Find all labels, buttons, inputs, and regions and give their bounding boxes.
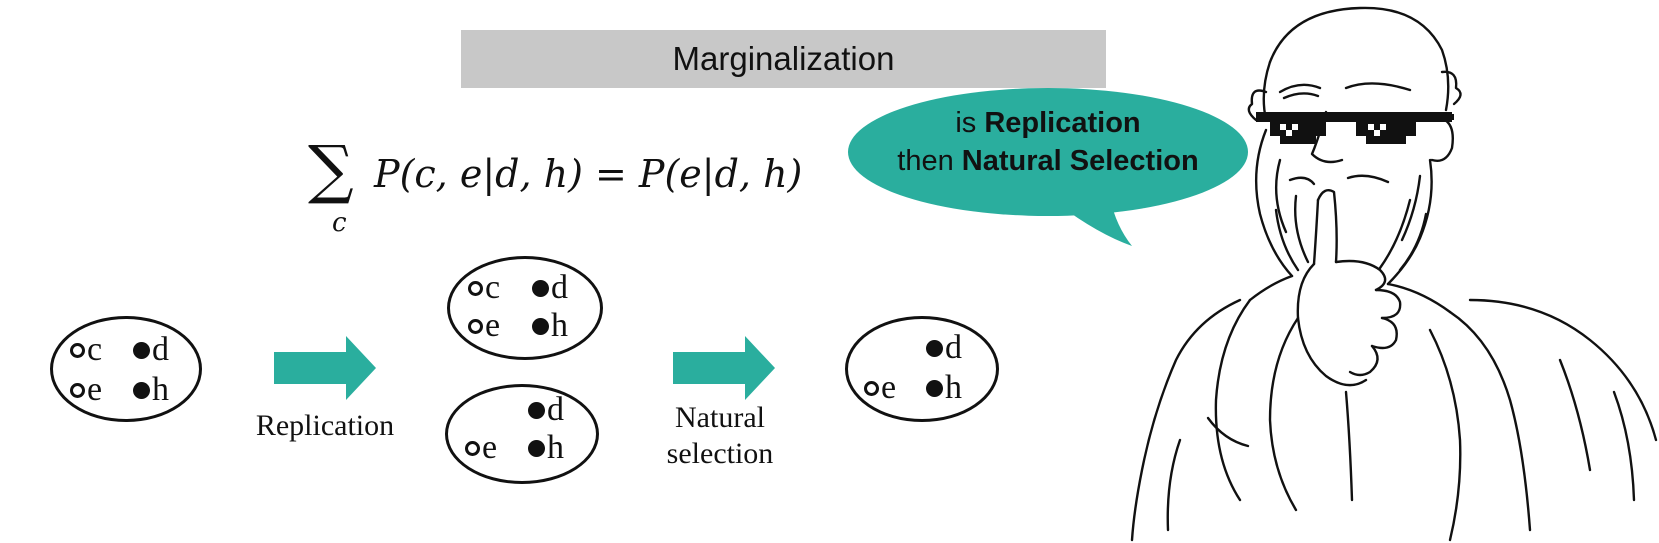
filled-dot-icon [528, 439, 545, 457]
parent-cell: c d e h [50, 316, 202, 422]
replication-label: Replication [255, 409, 395, 442]
gene-d: d [926, 331, 962, 365]
darwin-sketch-icon [1130, 6, 1658, 542]
filled-dot-icon [532, 279, 549, 297]
marginalization-equation: ∑ c P(c, e|d, h) = P(e|d, h) [300, 138, 820, 248]
natural-selection-label: Natural selection [666, 401, 774, 470]
gene-d: d [532, 271, 568, 305]
filled-dot-icon [926, 339, 943, 357]
gene-c: c [468, 271, 500, 305]
open-dot-icon [70, 342, 85, 358]
bubble-line-1: is Replication [955, 107, 1141, 139]
gene-d: d [528, 393, 564, 427]
filled-dot-icon [133, 341, 150, 359]
title-bar: Marginalization [461, 30, 1106, 88]
filled-dot-icon [133, 381, 150, 399]
summation-index: c [332, 208, 347, 238]
equation-expression: P(c, e|d, h) = P(e|d, h) [374, 152, 803, 196]
gene-e: e [468, 309, 500, 343]
gene-e: e [70, 373, 102, 407]
replica-cell-bottom: d e h [445, 384, 599, 484]
filled-dot-icon [926, 379, 943, 397]
speech-bubble-text: is Replication then Natural Selection [848, 104, 1248, 180]
natural-selection-arrow-icon [673, 336, 775, 400]
open-dot-icon [70, 382, 85, 398]
gene-d: d [133, 333, 169, 367]
gene-h: h [528, 431, 564, 465]
title-text: Marginalization [672, 40, 895, 77]
gene-c: c [70, 333, 102, 367]
filled-dot-icon [528, 401, 545, 419]
filled-dot-icon [532, 317, 549, 335]
replication-arrow-icon [274, 336, 376, 400]
gene-h: h [532, 309, 568, 343]
gene-h: h [133, 373, 169, 407]
summation-symbol: ∑ [308, 133, 354, 207]
gene-e: e [465, 431, 497, 465]
bubble-line-2: then Natural Selection [897, 145, 1199, 177]
speech-bubble-icon [848, 88, 1248, 246]
replica-cell-top: c d e h [447, 256, 603, 360]
open-dot-icon [864, 380, 879, 396]
open-dot-icon [468, 318, 483, 334]
gene-e: e [864, 371, 896, 405]
selected-cell: d e h [845, 316, 999, 422]
gene-h: h [926, 371, 962, 405]
open-dot-icon [468, 280, 483, 296]
open-dot-icon [465, 440, 480, 456]
